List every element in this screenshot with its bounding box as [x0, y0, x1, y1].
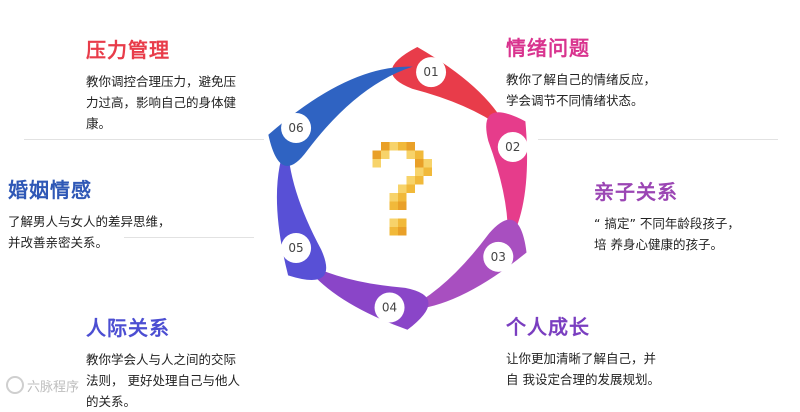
divider-left-lower	[124, 237, 254, 238]
topic-title: 亲子关系	[594, 180, 678, 204]
topic-title: 个人成长	[506, 315, 590, 339]
topic-title: 情绪问题	[506, 36, 590, 60]
question-pixel	[389, 201, 398, 210]
question-pixel	[423, 159, 432, 168]
badge-04	[374, 292, 405, 323]
badge-05	[281, 233, 312, 263]
topic-title: 人际关系	[86, 316, 170, 340]
divider-left	[24, 139, 264, 140]
question-pixel	[415, 150, 424, 159]
question-pixel	[398, 184, 407, 193]
question-pixel	[372, 159, 381, 168]
topic-title: 婚姻情感	[8, 178, 92, 202]
badge-01	[416, 57, 447, 88]
question-pixel	[389, 142, 398, 151]
topic-desc: 让你更加清晰了解自己，并 自 我设定合理的发展规划。	[506, 351, 660, 387]
topic-title: 压力管理	[86, 38, 170, 62]
question-pixel	[398, 201, 407, 210]
question-pixel	[372, 150, 381, 159]
question-pixel	[389, 227, 398, 236]
topic-parent-child: 亲子关系 “ 搞定” 不同年龄段孩子， 培 养身心健康的孩子。	[594, 176, 740, 255]
question-pixel	[415, 159, 424, 168]
topic-interpersonal: 人际关系 教你学会人与人之间的交际 法则， 更好处理自己与他人 的关系。	[86, 312, 240, 412]
watermark-text: 六脉程序	[27, 380, 80, 395]
badge-number: 05	[288, 241, 303, 255]
question-pixel	[398, 142, 407, 151]
question-pixel	[398, 193, 407, 202]
badge-03	[483, 241, 514, 272]
watermark-logo-icon	[6, 376, 24, 394]
question-pixel	[389, 218, 398, 227]
topic-desc: “ 搞定” 不同年龄段孩子， 培 养身心健康的孩子。	[594, 216, 740, 252]
divider-right	[538, 139, 778, 140]
question-pixel	[415, 176, 424, 185]
pixel-question-mark-icon	[372, 142, 432, 236]
topic-desc: 教你了解自己的情绪反应， 学会调节不同情绪状态。	[506, 72, 657, 108]
question-pixel	[381, 150, 390, 159]
question-pixel	[389, 193, 398, 202]
question-pixel	[423, 167, 432, 176]
topic-personal-growth: 个人成长 让你更加清晰了解自己，并 自 我设定合理的发展规划。	[506, 311, 660, 390]
topic-emotion-issues: 情绪问题 教你了解自己的情绪反应， 学会调节不同情绪状态。	[506, 32, 656, 111]
question-pixel	[406, 176, 415, 185]
question-pixel	[406, 142, 415, 151]
topic-desc: 教你学会人与人之间的交际 法则， 更好处理自己与他人 的关系。	[86, 352, 240, 409]
badge-06	[281, 113, 312, 143]
question-pixel	[381, 142, 390, 151]
topic-marriage-emotion: 婚姻情感 了解男人与女人的差异思维， 并改善亲密关系。	[8, 174, 171, 253]
badge-number: 04	[382, 301, 397, 315]
badge-number: 06	[288, 121, 303, 135]
badge-number: 01	[423, 65, 438, 79]
badge-number: 03	[491, 250, 506, 264]
question-pixel	[406, 184, 415, 193]
watermark: 六脉程序	[6, 376, 79, 395]
topic-desc: 了解男人与女人的差异思维， 并改善亲密关系。	[8, 214, 171, 250]
topic-stress-management: 压力管理 教你调控合理压力，避免压 力过高，影响自己的身体健 康。	[86, 34, 236, 134]
petal-06	[268, 66, 413, 167]
badge-02	[497, 131, 528, 162]
topic-desc: 教你调控合理压力，避免压 力过高，影响自己的身体健 康。	[86, 74, 237, 131]
question-pixel	[398, 218, 407, 227]
badge-number: 02	[505, 140, 520, 154]
question-pixel	[415, 167, 424, 176]
question-pixel	[406, 150, 415, 159]
question-pixel	[398, 227, 407, 236]
